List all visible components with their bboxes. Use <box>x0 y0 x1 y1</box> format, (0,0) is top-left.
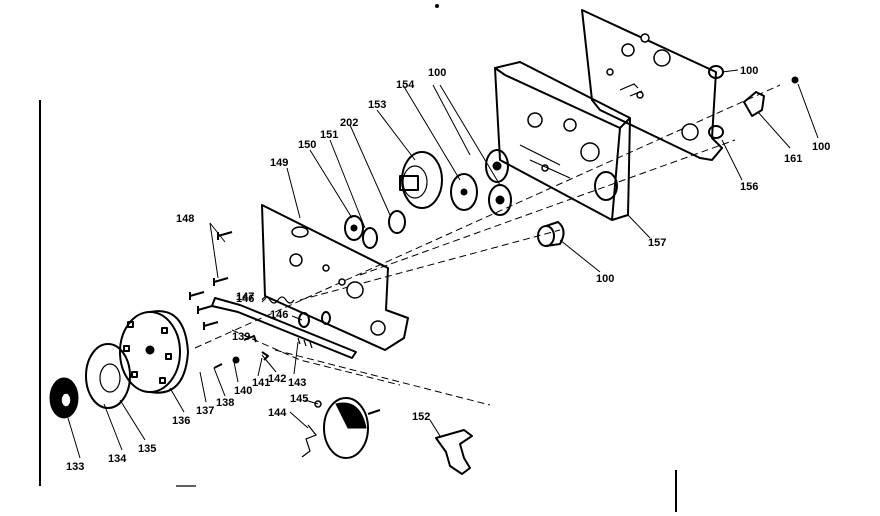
callout-149: 149 <box>270 157 288 169</box>
callout-133: 133 <box>66 461 84 473</box>
callout-153: 153 <box>368 99 386 111</box>
callout-137: 137 <box>196 405 214 417</box>
callout-100: 100 <box>428 67 446 79</box>
callout-154: 154 <box>396 79 415 91</box>
spur-gear <box>399 151 443 209</box>
callout-141: 141 <box>252 377 270 389</box>
callout-134: 134 <box>108 453 127 465</box>
gear-stack <box>450 149 512 216</box>
callout-136: 136 <box>172 415 190 427</box>
lever-bracket <box>435 429 473 475</box>
callout-140: 140 <box>234 385 252 397</box>
callout-142: 142 <box>268 373 286 385</box>
callout-157: 157 <box>648 237 666 249</box>
gear-housing <box>494 61 631 221</box>
callout-150: 150 <box>298 139 316 151</box>
callout-151: 151 <box>320 129 338 141</box>
callout-146: 146 <box>270 309 288 321</box>
callout-labels: 100 100 100 100 133 134 135 136 137 138 … <box>66 65 830 473</box>
cam-wheel <box>314 397 381 459</box>
callout-100: 100 <box>812 141 830 153</box>
callout-161: 161 <box>784 153 802 165</box>
callout-143: 143 <box>288 377 306 389</box>
linkage-rod <box>211 297 357 359</box>
pinion-gears <box>344 210 406 249</box>
spring-wire <box>301 424 317 458</box>
rear-mounting-plate <box>581 9 723 161</box>
front-frame-plate <box>261 204 409 351</box>
leader-lines <box>67 69 819 459</box>
rotor-plate <box>85 343 131 409</box>
callout-144: 144 <box>268 407 287 419</box>
scan-artifacts <box>39 4 677 512</box>
callout-100: 100 <box>740 65 758 77</box>
callout-139: 139 <box>232 331 250 343</box>
callout-202: 202 <box>340 117 358 129</box>
callout-148: 148 <box>176 213 194 225</box>
callout-138: 138 <box>216 397 234 409</box>
callout-156: 156 <box>740 181 758 193</box>
screws <box>189 231 233 330</box>
callout-145: 145 <box>290 393 308 405</box>
drive-pinion <box>49 377 79 419</box>
right-hardware <box>708 65 799 139</box>
callout-100: 100 <box>596 273 614 285</box>
spring-and-washers <box>261 296 331 328</box>
callout-135: 135 <box>138 443 156 455</box>
callout-146: 146 <box>236 293 254 305</box>
motor-housing <box>119 310 189 394</box>
callout-152: 152 <box>412 411 430 423</box>
callout-147: 147 <box>236 291 254 303</box>
bushing <box>537 221 565 247</box>
